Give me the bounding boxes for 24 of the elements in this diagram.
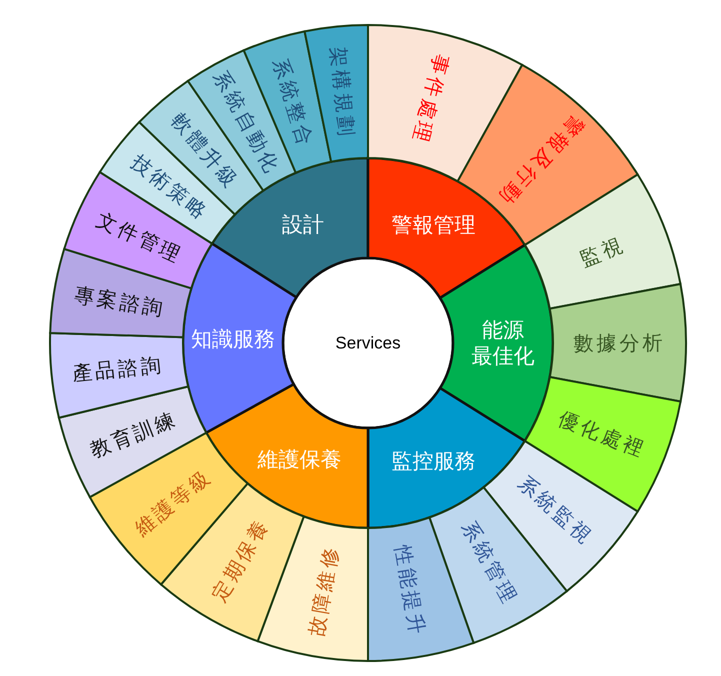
segment-label: 教育訓練 (86, 406, 181, 462)
segment-label: 警報管理 (391, 212, 476, 237)
segment-label: 數據分析 (574, 330, 666, 355)
segment-label: 設計 (282, 212, 324, 237)
center-label: Services (335, 334, 401, 352)
segment-label: 能源最佳化 (472, 318, 534, 368)
segment-label: 事件處理 (408, 52, 454, 148)
segment-label: 系統整合 (268, 55, 319, 150)
segment-label: 監控服務 (391, 449, 476, 474)
segment-label: 專案諮詢 (72, 282, 168, 321)
segment-label: 警報及行動 (492, 110, 590, 211)
segment-label: 架構規劃 (326, 46, 360, 140)
segment-label: 維護保養 (257, 447, 342, 472)
inner-ring-segment (438, 244, 554, 442)
segment-label: 文件管理 (93, 207, 187, 268)
segment-label: 優化處裡 (555, 406, 650, 462)
segment-label: 產品諮詢 (70, 352, 165, 386)
segment-label: 知識服務 (191, 326, 276, 351)
segment-label: 性能提升 (390, 544, 430, 638)
inner-ring-segment (182, 242, 298, 434)
center-circle (282, 256, 454, 430)
outer-ring-segment (548, 282, 687, 402)
segment-label: 監視 (576, 232, 628, 271)
segment-label: 故障維修 (304, 543, 344, 638)
